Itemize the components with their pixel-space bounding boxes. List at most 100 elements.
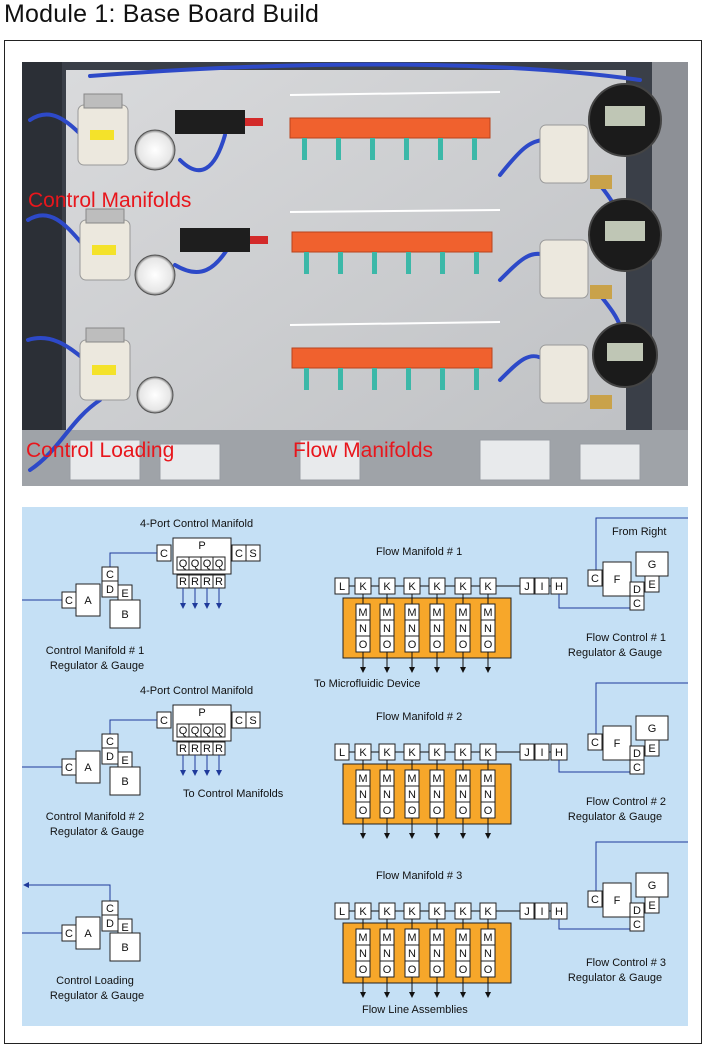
port-n-label: N [359,789,367,801]
flow-line-assemblies-label: Flow Line Assemblies [362,1004,468,1016]
photo-label-flow-manifolds: Flow Manifolds [293,439,433,462]
svg-text:Q: Q [191,558,200,570]
port-e [644,896,660,914]
port-c [587,569,603,587]
svg-text:D: D [106,584,114,596]
port-o-label: O [459,639,468,651]
flow-control-2-label-line2: Regulator & Gauge [568,811,662,823]
port-e [644,739,660,757]
port-m-label: M [358,607,367,619]
port-n-label: N [484,789,492,801]
body-g [635,872,669,898]
svg-text:C: C [235,548,243,560]
port-c-label: C [591,894,599,906]
svg-text:B: B [121,776,128,788]
port-c2-label: C [633,762,641,774]
port-j-label: J [524,747,530,759]
port-n-label: N [408,623,416,635]
port-k-label: K [359,906,367,918]
port-n-label: N [459,948,467,960]
port-n-label: N [459,789,467,801]
port-n-label: N [383,789,391,801]
port-o-label: O [408,639,417,651]
to-microfluidic-label: To Microfluidic Device [314,678,420,690]
svg-text:Q: Q [191,725,200,737]
port-m-label: M [432,773,441,785]
photo-label-control-manifolds: Control Manifolds [28,189,191,212]
svg-text:R: R [179,743,187,755]
svg-text:R: R [203,576,211,588]
regulator-1-label-line2: Regulator & Gauge [50,660,144,672]
port-l-label: L [339,906,345,918]
port-o-label: O [359,639,368,651]
control-loading-label-line2: Regulator & Gauge [50,990,144,1002]
svg-text:P: P [198,707,205,719]
port-o-label: O [484,639,493,651]
port-o-label: O [433,964,442,976]
port-c2-label: C [633,598,641,610]
svg-text:Q: Q [179,725,188,737]
port-l [334,743,350,761]
svg-text:C: C [106,569,114,581]
svg-text:B: B [121,942,128,954]
port-k-label: K [459,581,467,593]
flow-manifold-2-title: Flow Manifold # 2 [376,711,462,723]
svg-text:C: C [235,715,243,727]
body-g [635,551,669,577]
port-m-label: M [407,773,416,785]
port-c-label: C [591,573,599,585]
port-k-label: K [484,906,492,918]
page-title: Module 1: Base Board Build [4,0,320,28]
port-c2-label: C [633,919,641,931]
port-n-label: N [484,623,492,635]
regulator-1-label-line1: Control Manifold # 1 [46,645,144,657]
port-n-label: N [408,948,416,960]
port-j-label: J [524,906,530,918]
flow-control-3-label-line1: Flow Control # 3 [586,957,666,969]
port-k-label: K [433,747,441,759]
flow-manifold-3-title: Flow Manifold # 3 [376,870,462,882]
svg-text:D: D [106,751,114,763]
port-i-label: I [540,581,543,593]
port-k-label: K [408,906,416,918]
svg-text:Q: Q [203,725,212,737]
flow-control-3-label-line2: Regulator & Gauge [568,972,662,984]
port-o-label: O [459,964,468,976]
port-n-label: N [459,623,467,635]
port-m-label: M [432,932,441,944]
port-c2 [629,916,645,932]
port-c [587,733,603,751]
body-g-label: G [648,723,657,735]
svg-text:C: C [160,548,168,560]
port-m-label: M [483,773,492,785]
port-m-label: M [432,607,441,619]
port-o-label: O [359,964,368,976]
port-c2 [629,595,645,611]
port-e-label: E [648,900,655,912]
svg-text:E: E [121,922,128,934]
port-k-label: K [459,747,467,759]
svg-text:R: R [203,743,211,755]
flow-manifold-1-title: Flow Manifold # 1 [376,546,462,558]
port-o-label: O [408,964,417,976]
port-k-label: K [433,906,441,918]
port-m-label: M [358,773,367,785]
port-e [644,575,660,593]
body-g [635,715,669,741]
port-n-label: N [408,789,416,801]
port-o-label: O [484,964,493,976]
svg-text:C: C [106,903,114,915]
svg-text:Q: Q [179,558,188,570]
svg-text:C: C [106,736,114,748]
port-l-label: L [339,747,345,759]
svg-text:R: R [191,743,199,755]
port-n-label: N [359,623,367,635]
port-o-label: O [433,639,442,651]
port-m-label: M [358,932,367,944]
port-k-label: K [484,747,492,759]
regulator-2-label-line1: Control Manifold # 2 [46,811,144,823]
port-o-label: O [383,805,392,817]
port-e-label: E [648,743,655,755]
port-c [587,890,603,908]
